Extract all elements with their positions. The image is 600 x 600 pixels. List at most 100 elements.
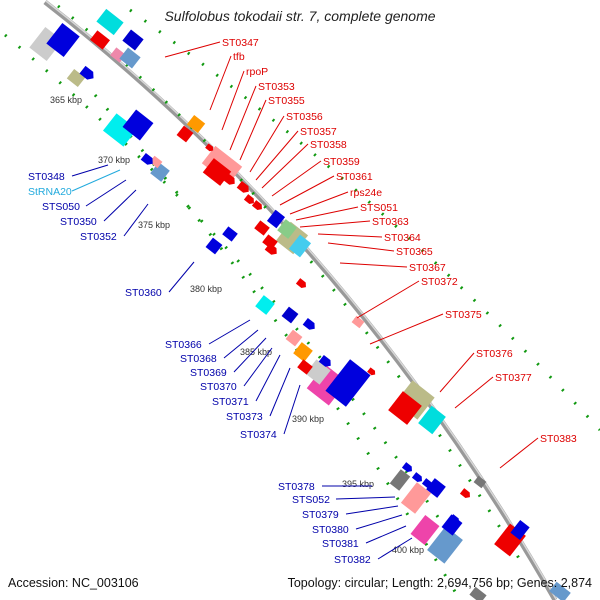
gene-label-sts051: STS051: [360, 202, 398, 214]
gene-arrow-2: [140, 152, 153, 165]
gene-label-st0376: ST0376: [476, 348, 513, 360]
gene-label-st0373: ST0373: [226, 411, 263, 423]
gene-block-11: [150, 162, 170, 182]
gene-block-30: [325, 359, 371, 407]
gene-label-st0356: ST0356: [286, 111, 323, 123]
gene-arrow-11: [401, 462, 412, 472]
gene-block-46: [549, 581, 571, 600]
gene-arrow-12: [411, 472, 422, 482]
gene-block-9: [102, 113, 138, 147]
gene-arrow-13: [421, 478, 432, 488]
gene-block-35: [418, 405, 446, 435]
leader-st0365: [327, 242, 395, 252]
gene-label-st0365: ST0365: [396, 246, 433, 258]
kbp-tick-375-kbp: 375 kbp: [138, 220, 170, 230]
leader-st0367: [339, 262, 408, 268]
leader-st0347: [164, 41, 221, 58]
leader-st0355: [239, 99, 267, 161]
gene-block-25: [255, 295, 275, 315]
gene-block-2: [46, 22, 80, 58]
gene-label-st0347: ST0347: [222, 37, 259, 49]
gene-block-40: [427, 526, 463, 564]
track-dotted-line-1: [4, 33, 442, 521]
leader-rpop: [221, 70, 245, 131]
gene-block-5: [90, 30, 110, 50]
gene-label-st0359: ST0359: [323, 156, 360, 168]
gene-arrow-15: [459, 488, 470, 498]
leader-st0376: [439, 352, 475, 393]
gene-label-st0369: ST0369: [190, 367, 227, 379]
gene-label-st0377: ST0377: [495, 372, 532, 384]
leader-st0358: [261, 143, 309, 189]
genome-backbone: [43, 0, 558, 600]
gene-block-22: [262, 234, 278, 250]
gene-block-20: [277, 219, 297, 239]
leader-st0373: [269, 367, 291, 417]
gene-block-14: [186, 114, 206, 134]
gene-label-st0350: ST0350: [60, 216, 97, 228]
leader-st0360: [168, 261, 195, 293]
gene-block-3: [96, 8, 124, 36]
kbp-tick-395-kbp: 395 kbp: [342, 479, 374, 489]
gene-label-rps24e: rps24e: [350, 187, 382, 199]
gene-block-21: [254, 220, 270, 236]
leader-st0380: [355, 514, 403, 530]
leader-st0377: [454, 376, 494, 409]
gene-block-4: [122, 29, 144, 51]
gene-label-st0364: ST0364: [384, 232, 421, 244]
gene-label-st0353: ST0353: [258, 81, 295, 93]
gene-block-18: [275, 221, 309, 255]
gene-label-st0367: ST0367: [409, 262, 446, 274]
gene-arrow-16: [243, 194, 254, 204]
leader-st0369: [233, 337, 267, 373]
track-dotted-line-4: [93, 94, 462, 600]
gene-label-st0374: ST0374: [240, 429, 277, 441]
gene-arrow-5: [236, 180, 249, 193]
gene-block-37: [389, 469, 411, 491]
gene-block-41: [410, 515, 440, 545]
gene-block-45: [510, 520, 530, 540]
gene-label-strna20: StRNA20: [28, 186, 72, 198]
leader-strna20: [71, 169, 121, 192]
leader-st0366: [208, 319, 251, 345]
gene-label-sts052: STS052: [292, 494, 330, 506]
gene-label-st0379: ST0379: [302, 509, 339, 521]
leader-st0372: [356, 280, 420, 319]
leader-st0356: [249, 115, 285, 173]
gene-block-8: [66, 68, 86, 88]
leader-st0370: [243, 347, 273, 387]
leader-st0382: [377, 537, 413, 560]
gene-label-st0370: ST0370: [200, 381, 237, 393]
accession-text: Accession: NC_003106: [8, 576, 139, 590]
gene-block-19: [288, 234, 312, 258]
gene-label-st0361: ST0361: [336, 171, 373, 183]
gene-label-st0363: ST0363: [372, 216, 409, 228]
leader-st0352: [123, 203, 149, 237]
leader-sts052: [335, 496, 396, 500]
kbp-tick-385-kbp: 385 kbp: [240, 347, 272, 357]
leader-st0350: [103, 189, 137, 222]
leader-st0383: [499, 437, 539, 469]
gene-label-st0378: ST0378: [278, 481, 315, 493]
gene-label-st0368: ST0368: [180, 353, 217, 365]
track-dotted-line-3: [129, 8, 600, 432]
leader-st0348: [71, 164, 109, 177]
gene-block-12: [149, 155, 163, 169]
gene-block-7: [119, 47, 141, 69]
leader-st0368: [223, 329, 259, 359]
gene-arrow-4: [222, 172, 235, 185]
gene-block-28: [293, 342, 313, 362]
kbp-tick-390-kbp: 390 kbp: [292, 414, 324, 424]
gene-arrow-1: [79, 65, 94, 80]
leader-st0379: [345, 505, 399, 515]
gene-label-tfb: tfb: [233, 51, 245, 63]
gene-block-26: [281, 306, 299, 324]
leader-st0361: [279, 175, 335, 206]
gene-block-47: [469, 586, 487, 600]
leader-st0357: [255, 130, 299, 181]
kbp-tick-365-kbp: 365 kbp: [50, 95, 82, 105]
gene-block-29: [306, 364, 348, 406]
gene-label-st0380: ST0380: [312, 524, 349, 536]
gene-block-23: [205, 237, 223, 255]
